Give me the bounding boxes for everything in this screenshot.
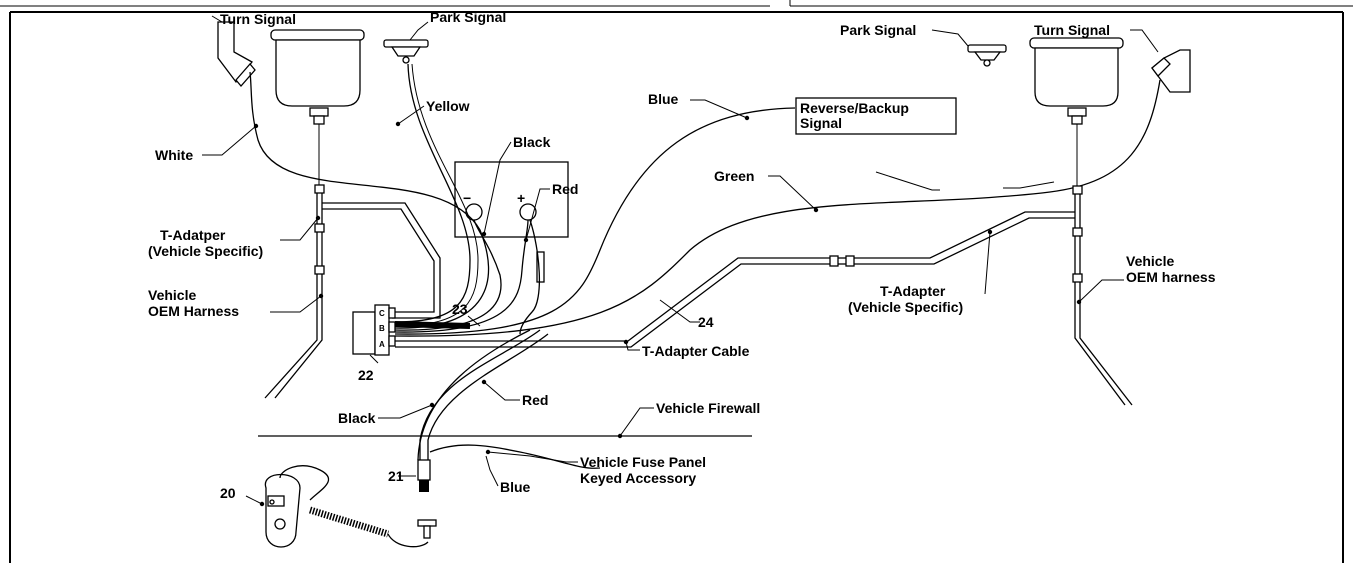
label-vehicle-oem-left-line2: OEM Harness	[148, 303, 239, 319]
label-blue-lower: Blue	[500, 479, 531, 495]
label-fuse-panel-line2: Keyed Accessory	[580, 470, 696, 486]
turn-signal-lamp-left	[217, 21, 256, 88]
vehicle-oem-harness-left	[264, 274, 323, 399]
label-reverse-backup-line1: Reverse/Backup	[800, 100, 909, 116]
leader-lines	[202, 15, 1159, 507]
label-yellow: Yellow	[426, 98, 470, 114]
label-vehicle-oem-left-line1: Vehicle	[148, 287, 196, 303]
t-adapter-left	[314, 124, 441, 319]
connector-pin-a: A	[379, 340, 385, 349]
label-part-24: 24	[698, 314, 714, 330]
connector-pin-c: C	[379, 309, 385, 318]
label-part-23: 23	[452, 301, 468, 317]
label-part-21: 21	[388, 468, 404, 484]
label-black-lower: Black	[338, 410, 376, 426]
headlamp-right	[1029, 37, 1124, 125]
connector-22: C B A	[352, 304, 396, 356]
label-red-battery: Red	[552, 181, 578, 197]
label-vehicle-firewall: Vehicle Firewall	[656, 400, 760, 416]
label-fuse-panel-line1: Vehicle Fuse Panel	[580, 454, 706, 470]
label-white: White	[155, 147, 193, 163]
label-blue-reverse: Blue	[648, 91, 679, 107]
vehicle-oem-harness-right	[1074, 282, 1133, 406]
turn-signal-lamp-right	[1151, 49, 1191, 93]
label-turn-signal-left: Turn Signal	[220, 11, 296, 27]
label-t-adapter-left-line1: T-Adatper	[160, 227, 226, 243]
label-part-20: 20	[220, 485, 236, 501]
reverse-backup-signal-box	[795, 97, 957, 135]
label-green: Green	[714, 168, 754, 184]
battery-positive-terminal: +	[517, 190, 525, 206]
label-red-lower: Red	[522, 392, 548, 408]
label-reverse-backup-line2: Signal	[800, 115, 842, 131]
park-signal-lamp-right	[967, 44, 1007, 67]
harness-23	[249, 63, 1161, 461]
label-t-adapter-right-line1: T-Adapter	[880, 283, 946, 299]
label-park-signal-right: Park Signal	[840, 22, 916, 38]
headlamp-left	[270, 29, 365, 125]
label-t-adapter-right-line2: (Vehicle Specific)	[848, 299, 963, 315]
park-signal-lamp-left	[383, 39, 429, 64]
connector-pin-b: B	[379, 324, 385, 333]
t-adapter-right	[1072, 124, 1083, 283]
control-module-20	[264, 465, 437, 548]
t-adapter-cable-right	[829, 211, 1075, 267]
label-t-adapter-cable: T-Adapter Cable	[642, 343, 750, 359]
label-black-battery: Black	[513, 134, 551, 150]
fuse-tap-21	[417, 444, 601, 492]
battery: − +	[454, 161, 569, 283]
battery-negative-terminal: −	[463, 190, 471, 206]
label-vehicle-oem-right-line1: Vehicle	[1126, 253, 1174, 269]
label-park-signal-left: Park Signal	[430, 9, 506, 25]
label-t-adapter-left-line2: (Vehicle Specific)	[148, 243, 263, 259]
label-turn-signal-right: Turn Signal	[1034, 22, 1110, 38]
label-part-22: 22	[358, 367, 374, 383]
label-vehicle-oem-right-line2: OEM harness	[1126, 269, 1216, 285]
